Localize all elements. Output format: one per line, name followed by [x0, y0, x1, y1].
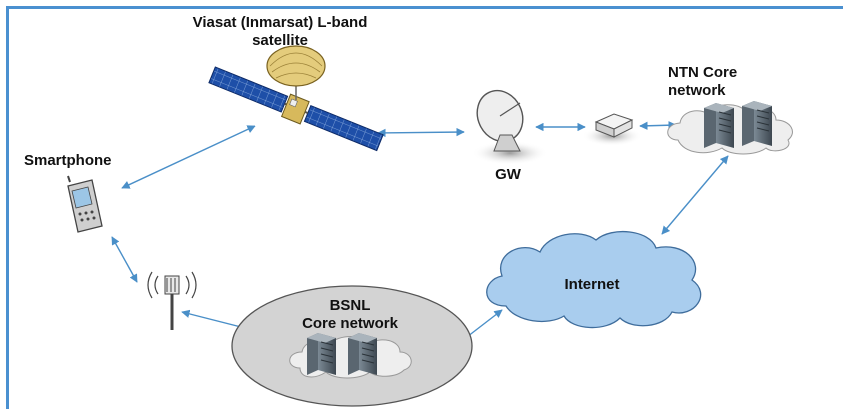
link-arrows — [111, 121, 729, 351]
satellite-label-line1: Viasat (Inmarsat) L-band — [192, 14, 368, 31]
satellite-icon — [208, 45, 384, 152]
cloud-icon — [486, 230, 702, 329]
satellite-label-line2: satellite — [252, 32, 308, 49]
smartphone-label: Smartphone — [24, 152, 112, 169]
bsnl-servers — [307, 333, 377, 375]
server-icon — [704, 103, 734, 148]
frame-border-left — [6, 6, 9, 409]
gateway-dish-icon — [472, 89, 548, 165]
link-phone-satellite — [121, 125, 256, 189]
link-satellite-gw — [377, 127, 465, 138]
cell-tower-icon — [147, 271, 197, 330]
server-icon — [742, 101, 772, 146]
bsnl-core-label-line1: BSNL — [329, 297, 371, 314]
smartphone-icon — [67, 175, 103, 233]
ntn-servers — [704, 101, 772, 148]
bsnl-core-label-line2: Core network — [302, 315, 398, 332]
link-modem-ntn — [639, 121, 677, 130]
ntn-core-label: NTN Core network — [668, 64, 768, 100]
gw-label: GW — [495, 166, 521, 183]
bsnl-core-label: BSNL Core network — [290, 297, 410, 333]
ntn-core-label-line1: NTN Core — [668, 64, 738, 81]
link-phone-tower — [111, 236, 138, 283]
frame-border-top — [6, 6, 843, 9]
server-icon — [348, 333, 377, 375]
server-icon — [307, 333, 336, 375]
link-ntn-internet — [661, 155, 729, 235]
satellite-label: Viasat (Inmarsat) L-band satellite — [180, 14, 380, 50]
internet-label: Internet — [564, 276, 620, 293]
ntn-core-label-line2: network — [668, 82, 726, 99]
modem-icon — [582, 113, 642, 146]
